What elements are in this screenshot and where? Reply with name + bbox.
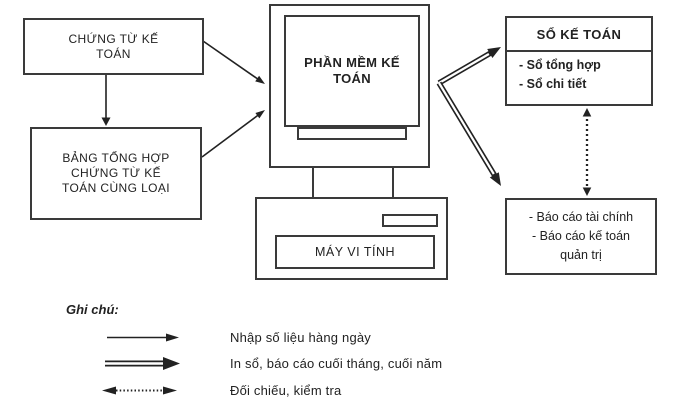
legend-title: Ghi chú: — [66, 302, 119, 317]
dotted-arrow-ledger-reports — [582, 108, 592, 196]
summary-sheet-box: BẢNG TỔNG HỢP CHỨNG TỪ KẾ TOÁN CÙNG LOẠI — [30, 127, 202, 220]
summary-sheet-label: BẢNG TỔNG HỢP CHỨNG TỪ KẾ TOÁN CÙNG LOẠI — [61, 151, 171, 195]
monitor-screen: PHẦN MỀM KẾ TOÁN — [284, 15, 420, 127]
legend-label: Đối chiếu, kiểm tra — [230, 383, 342, 398]
legend-label: In sổ, báo cáo cuối tháng, cuối năm — [230, 356, 443, 371]
arrow-summary-to-software — [201, 110, 265, 158]
accounting-documents-box: CHỨNG TỪ KẾ TOÁN — [23, 18, 204, 75]
ledger-box: SỔ KẾ TOÁN - Sổ tổng hợp - Sổ chi tiết — [505, 16, 653, 106]
computer-label: MÁY VI TÍNH — [314, 245, 396, 259]
computer-case: MÁY VI TÍNH — [255, 197, 448, 280]
double-arrow-software-to-ledger — [437, 47, 501, 86]
ledger-box-items: - Sổ tổng hợp - Sổ chi tiết — [507, 52, 651, 94]
dotted-two-headed-arrow-icon — [102, 386, 177, 395]
ledger-item: - Sổ tổng hợp — [519, 58, 601, 72]
monitor-stand — [297, 127, 407, 140]
report-item: - Báo cáo kế toán quản trị — [532, 229, 630, 262]
legend-row-daily-entry: Nhập số liệu hàng ngày — [100, 329, 371, 346]
double-solid-arrow-icon — [105, 357, 180, 370]
legend-label: Nhập số liệu hàng ngày — [230, 330, 372, 345]
accounting-documents-label: CHỨNG TỪ KẾ TOÁN — [68, 31, 159, 61]
arrow-documents-to-summary — [101, 75, 111, 126]
reports-box: - Báo cáo tài chính - Báo cáo kế toán qu… — [505, 198, 657, 275]
disk-slot — [382, 214, 438, 227]
monitor-neck — [312, 168, 394, 197]
double-arrow-software-to-reports — [436, 81, 501, 186]
legend-row-reconcile: Đối chiếu, kiểm tra — [100, 382, 341, 399]
legend-row-month-end-print: In sổ, báo cáo cuối tháng, cuối năm — [100, 355, 442, 372]
report-item: - Báo cáo tài chính — [528, 210, 634, 224]
single-solid-arrow-icon — [107, 333, 179, 342]
computer-label-box: MÁY VI TÍNH — [275, 235, 435, 269]
ledger-item: - Sổ chi tiết — [519, 77, 587, 91]
arrow-documents-to-software — [202, 40, 265, 84]
ledger-box-title: SỔ KẾ TOÁN — [507, 18, 651, 52]
accounting-software-label: PHẦN MỀM KẾ TOÁN — [304, 55, 400, 86]
